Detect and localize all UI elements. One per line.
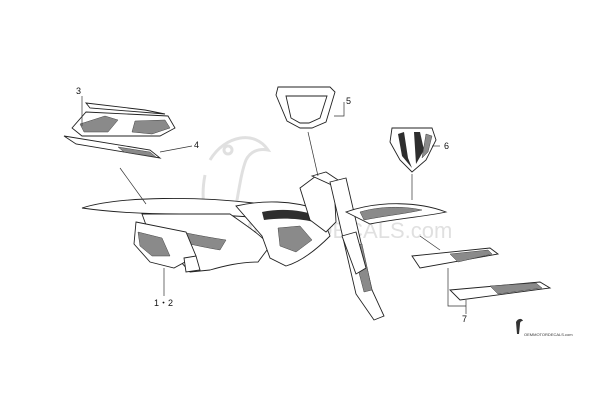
callout-4: 4 [194,140,199,150]
leader-lines [81,96,467,314]
part-3-seat-cowl-decal [71,102,176,137]
callout-6: 6 [444,141,449,151]
credit-text: OEMMOTORDECALS.com [524,332,573,337]
part-6-fork-guard-decal [389,127,437,173]
leader-7c [419,235,441,251]
leader-7 [447,268,466,307]
callout-7: 7 [462,314,467,324]
part-4-side-strip-decal [63,135,162,159]
leader-5b [307,131,319,177]
callout-3: 3 [76,86,81,96]
callout-1-2: 1・2 [154,298,173,308]
credit-logo: OEMMOTORDECALS.com [516,318,573,337]
leader-4 [159,145,193,153]
part-7-fender-decals [411,247,552,301]
motorcycle-body [81,171,448,321]
leader-5 [334,102,345,117]
callout-5: 5 [346,96,351,106]
credit-bird-icon [516,318,523,334]
leader-4b [119,167,147,205]
callout-labels: 3 4 5 6 7 1・2 [76,86,467,324]
part-5-number-plate [275,86,336,129]
